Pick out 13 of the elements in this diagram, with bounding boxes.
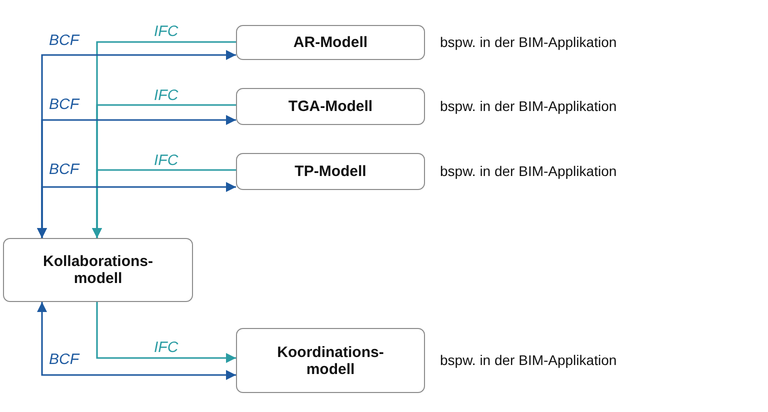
connector-arrow <box>96 302 236 363</box>
note-text: bspw. in der BIM-Applikation <box>440 98 617 114</box>
model-box: TGA-Modell <box>236 88 425 125</box>
model-box: Koordinations- modell <box>236 328 425 393</box>
model-box: Kollaborations- modell <box>3 238 193 302</box>
connector-arrow <box>92 169 236 238</box>
connector-arrow <box>37 302 236 380</box>
model-box: AR-Modell <box>236 25 425 60</box>
note-text: bspw. in der BIM-Applikation <box>440 162 617 178</box>
note-text: bspw. in der BIM-Applikation <box>440 34 617 50</box>
model-box: TP-Modell <box>236 153 425 190</box>
note-text: bspw. in der BIM-Applikation <box>440 352 617 368</box>
connector-arrow <box>37 182 236 238</box>
